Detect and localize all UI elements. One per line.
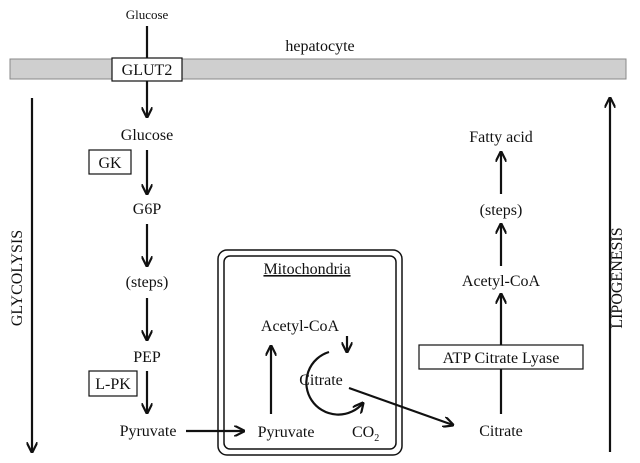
gk-label: GK	[98, 155, 122, 172]
mitochondria-outer-membrane	[217, 249, 403, 456]
fatty-acid-label: Fatty acid	[469, 129, 533, 146]
pyruvate-cytosol-label: Pyruvate	[120, 423, 177, 440]
cytosol-citrate-label: Citrate	[479, 423, 523, 440]
mito-pyruvate-label: Pyruvate	[258, 424, 315, 441]
mitochondria-inner-membrane	[223, 255, 397, 450]
cytosol-acetyl-coa-label: Acetyl-CoA	[462, 273, 541, 290]
co2-label: CO2	[352, 424, 379, 444]
glycolysis-steps-label: (steps)	[126, 274, 169, 291]
mitochondria-title: Mitochondria	[263, 261, 350, 278]
lipogenesis-steps-label: (steps)	[480, 202, 523, 219]
glucose-outside-label: Glucose	[126, 7, 169, 22]
atp-citrate-lyase-box	[418, 344, 584, 370]
lipogenesis-side-label: LIPOGENESIS	[609, 227, 626, 328]
lpk-label: L-PK	[95, 376, 131, 393]
glut2-label: GLUT2	[122, 62, 173, 79]
glucose-label: Glucose	[121, 127, 173, 144]
gk-box	[88, 149, 132, 175]
arrow-citrate-out-of-mitochondria	[348, 386, 453, 425]
pep-label: PEP	[133, 349, 161, 366]
lpk-box	[88, 370, 138, 397]
g6p-label: G6P	[133, 201, 162, 218]
cell-membrane	[9, 58, 627, 80]
glycolysis-side-label: GLYCOLYSIS	[9, 230, 26, 326]
mito-acetyl-coa-label: Acetyl-CoA	[261, 318, 340, 335]
atp-citrate-lyase-label: ATP Citrate Lyase	[443, 350, 560, 367]
mito-citrate-label: Citrate	[299, 372, 343, 389]
hepatocyte-label: hepatocyte	[285, 38, 354, 55]
tca-cycle-arc	[305, 350, 363, 416]
